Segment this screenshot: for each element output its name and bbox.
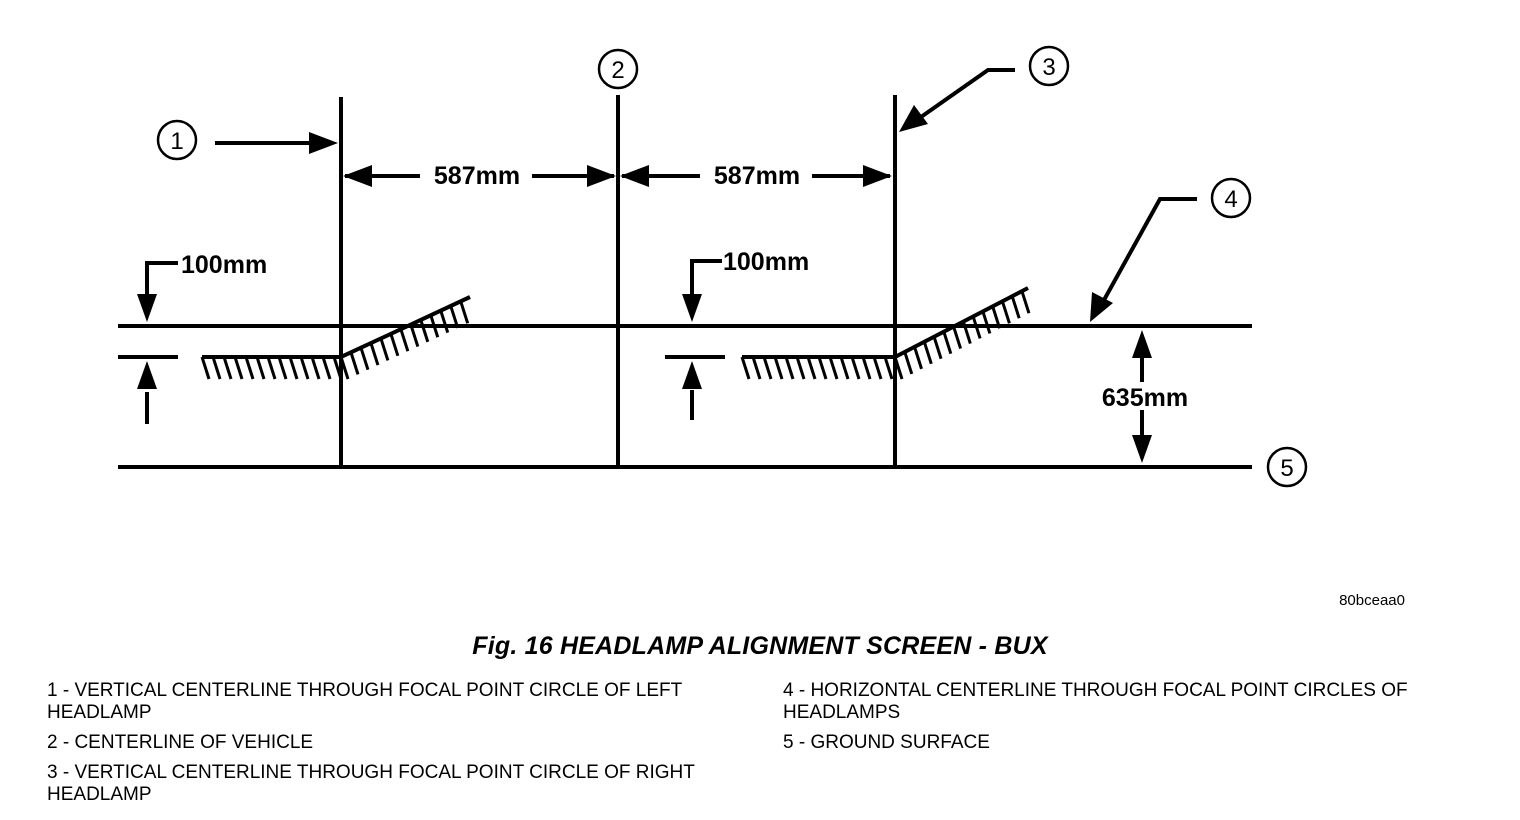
hatch-tick [784,356,795,380]
hatch-tick [321,356,332,380]
hatch-tick [277,356,288,380]
hatch-tick [349,351,360,375]
hatch-tick [893,356,904,380]
hatch-tick [233,356,244,380]
right-spacing-label: 587mm [714,162,800,190]
hatch-tick [449,305,460,329]
hatch-tick [773,356,784,380]
hatch-tick [332,356,343,380]
callout-2: 2 [597,48,639,90]
hatch-tick [913,346,923,370]
hatch-tick [429,314,440,338]
hatch-tick [861,356,872,380]
hatch-tick [1020,290,1031,314]
hatch-tick [883,356,894,380]
dimension-right-spacing: 587mm [620,162,892,190]
callout-4: 4 [1090,177,1252,322]
figure-caption: Fig. 16 HEADLAMP ALIGNMENT SCREEN - BUX [472,632,1048,660]
left-drop-label: 100mm [181,251,267,279]
height-arrow-up [1132,330,1152,358]
legend-item-2: 2 - CENTERLINE OF VEHICLE [47,732,314,753]
hatch-tick [850,356,861,380]
callout-2-number: 2 [611,57,624,84]
hatch-tick [981,310,992,334]
callout-3-number: 3 [1042,54,1055,81]
hatch-tick [817,356,828,380]
hatch-tick [1010,295,1021,319]
hatch-tick [740,356,751,380]
legend-item-3: 3 - VERTICAL CENTERLINE THROUGH FOCAL PO… [47,762,695,805]
hatch-tick [806,356,817,380]
right-drop-label: 100mm [723,248,809,276]
legend-right-column: 4 - HORIZONTAL CENTERLINE THROUGH FOCAL … [783,680,1493,762]
hatch-tick [399,328,410,352]
image-code: 80bceaa0 [1339,592,1405,609]
hatch-tick [409,324,420,347]
hatch-tick [971,316,982,339]
legend-item-1: 1 - VERTICAL CENTERLINE THROUGH FOCAL PO… [47,680,682,723]
left-drop-arrow-down [137,294,157,322]
right-drop-arrow-up [682,361,702,389]
hatch-tick [903,351,914,375]
hatch-tick [288,356,299,380]
left-beam-hatching [200,300,470,380]
legend-item-5: 5 - GROUND SURFACE [783,732,990,753]
callout-3: 3 [899,45,1070,132]
hatch-tick [299,356,310,380]
hatch-tick [839,356,850,380]
hatch-tick [419,319,430,343]
hatch-tick [1000,300,1011,324]
hatch-tick [339,356,350,380]
hatch-tick [795,356,806,380]
hatch-tick [961,321,972,344]
legend: 1 - VERTICAL CENTERLINE THROUGH FOCAL PO… [0,680,1520,820]
callout-4-number: 4 [1224,186,1237,213]
alignment-diagram: 587mm 587mm 100mm 100mm 635mm 1 [118,45,1405,609]
hatch-tick [222,356,233,380]
height-label: 635mm [1102,384,1188,412]
hatch-tick [266,356,277,380]
hatch-tick [872,356,883,380]
callout-1: 1 [156,119,338,161]
hatch-tick [991,305,1002,329]
left-drop-arrow-up [137,361,157,389]
hatch-tick [952,326,963,350]
hatch-tick [942,331,953,355]
right-beam-hatching [740,290,1031,380]
legend-left-column: 1 - VERTICAL CENTERLINE THROUGH FOCAL PO… [47,680,747,814]
callout-5: 5 [1266,446,1308,488]
hatch-tick [255,356,266,380]
hatch-tick [922,341,933,365]
hatch-tick [369,342,380,366]
callout-5-number: 5 [1280,455,1293,482]
hatch-tick [200,356,211,380]
hatch-tick [439,310,450,334]
height-arrow-down [1132,435,1152,463]
hatch-tick [762,356,773,380]
callout-1-number: 1 [170,128,183,155]
hatch-tick [932,336,943,360]
dimension-right-drop [665,259,725,420]
hatch-tick [459,300,470,324]
left-spacing-label: 587mm [434,162,520,190]
right-drop-arrow-down [682,294,702,322]
hatch-tick [828,356,839,380]
hatch-tick [751,356,762,380]
hatch-tick [389,333,400,357]
hatch-tick [211,356,222,380]
screen-lines [118,95,1252,469]
legend-item-4: 4 - HORIZONTAL CENTERLINE THROUGH FOCAL … [783,680,1408,723]
hatch-tick [244,356,255,380]
hatch-tick [359,347,370,371]
hatch-tick [379,337,390,361]
hatch-tick [310,356,321,380]
dimension-left-spacing: 587mm [343,162,616,190]
dimension-left-drop [118,261,178,424]
